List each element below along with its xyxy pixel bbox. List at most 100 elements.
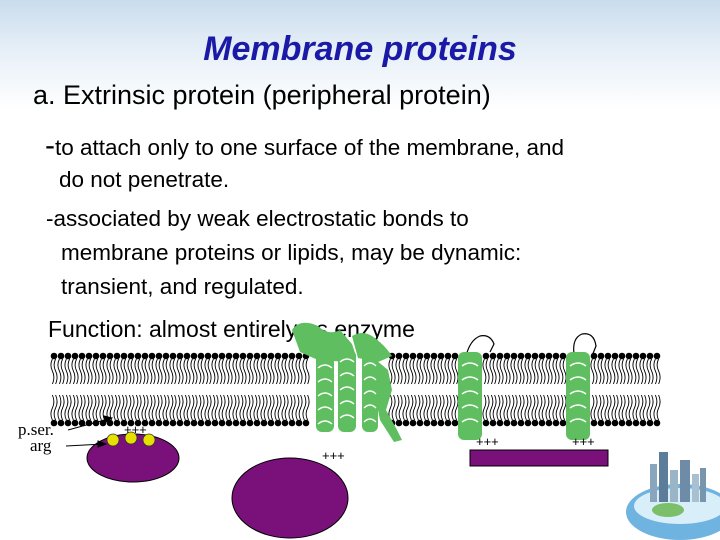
bullet-1-line-1: -to attach only to one surface of the me… bbox=[45, 129, 564, 164]
lipid-tail bbox=[176, 394, 181, 421]
lipid-tail bbox=[388, 394, 393, 421]
lipid-tail bbox=[485, 394, 490, 421]
bullet-1-text: to attach only to one surface of the mem… bbox=[55, 135, 565, 160]
lipid-tail bbox=[405, 394, 410, 421]
lipid-head bbox=[524, 419, 532, 427]
lipid-head bbox=[552, 352, 560, 360]
lipid-tail bbox=[531, 358, 536, 385]
lipid-tail bbox=[499, 358, 504, 385]
lipid-tail bbox=[270, 394, 275, 421]
lipid-tail bbox=[527, 358, 532, 385]
lipid-tail bbox=[298, 394, 303, 421]
function-line: Function: almost entirely as enzyme bbox=[48, 316, 415, 342]
lipid-head bbox=[597, 419, 605, 427]
lipid-tail bbox=[444, 358, 449, 385]
lipid-head bbox=[288, 419, 296, 427]
lipid-tail bbox=[531, 394, 536, 421]
lipid-tail bbox=[158, 358, 163, 385]
lipid-tail bbox=[611, 358, 616, 385]
lipid-head bbox=[183, 419, 191, 427]
lipid-tail bbox=[200, 394, 205, 421]
lipid-tail bbox=[232, 394, 237, 421]
lipid-tail bbox=[489, 358, 494, 385]
lipid-tail bbox=[71, 358, 76, 385]
lipid-head bbox=[232, 419, 240, 427]
lipid-tail bbox=[538, 358, 543, 385]
slide-title: Membrane proteins bbox=[203, 30, 517, 68]
lipid-tail bbox=[628, 358, 633, 385]
lipid-head bbox=[295, 352, 303, 360]
lipid-tail bbox=[235, 394, 240, 421]
lipid-tail bbox=[510, 358, 515, 385]
lipid-head bbox=[496, 419, 504, 427]
lipid-tail bbox=[559, 358, 564, 385]
lipid-tail bbox=[391, 358, 396, 385]
lipid-tail bbox=[270, 358, 275, 385]
lipid-tail bbox=[214, 358, 219, 385]
anchor-bead bbox=[106, 433, 120, 447]
lipid-tail bbox=[193, 394, 198, 421]
bullet-1-dash: - bbox=[45, 129, 55, 162]
lipid-tail bbox=[302, 358, 307, 385]
lipid-tail bbox=[186, 394, 191, 421]
lipid-tail bbox=[499, 394, 504, 421]
lipid-tail bbox=[190, 394, 195, 421]
lipid-tail bbox=[426, 358, 431, 385]
lipid-tail bbox=[590, 358, 595, 385]
lipid-head bbox=[545, 352, 553, 360]
lipid-tail bbox=[295, 358, 300, 385]
lipid-tail bbox=[172, 394, 177, 421]
lipid-tail bbox=[625, 394, 630, 421]
charge-mark: +++ bbox=[572, 434, 595, 449]
lipid-tail bbox=[405, 358, 410, 385]
lipid-tail bbox=[235, 358, 240, 385]
lipid-tail bbox=[127, 394, 132, 421]
lipid-tail bbox=[600, 394, 605, 421]
lipid-tail bbox=[85, 394, 90, 421]
lipid-tail bbox=[221, 394, 226, 421]
lipid-tail bbox=[183, 358, 188, 385]
lipid-tail bbox=[454, 358, 459, 385]
lipid-head bbox=[510, 352, 518, 360]
lipid-tail bbox=[200, 358, 205, 385]
lipid-tail bbox=[510, 394, 515, 421]
lipid-head bbox=[267, 352, 275, 360]
lipid-head bbox=[176, 419, 184, 427]
lipid-head bbox=[92, 419, 100, 427]
lipid-head bbox=[190, 352, 198, 360]
lipid-head bbox=[517, 419, 525, 427]
lipid-tail bbox=[611, 394, 616, 421]
lipid-head bbox=[402, 352, 410, 360]
lipid-head bbox=[451, 352, 459, 360]
lipid-tail bbox=[158, 394, 163, 421]
lipid-head bbox=[106, 419, 114, 427]
lipid-tail bbox=[253, 394, 258, 421]
lipid-tail bbox=[246, 358, 251, 385]
lipid-tail bbox=[113, 394, 118, 421]
lipid-tail bbox=[197, 358, 202, 385]
lipid-tail bbox=[482, 358, 487, 385]
lipid-tail bbox=[625, 358, 630, 385]
lipid-head bbox=[451, 419, 459, 427]
lipid-head bbox=[632, 419, 640, 427]
lipid-tail bbox=[81, 358, 86, 385]
lipid-head bbox=[120, 352, 128, 360]
lipid-head bbox=[141, 352, 149, 360]
lipid-head bbox=[444, 419, 452, 427]
lipid-tail bbox=[513, 358, 518, 385]
lipid-tail bbox=[148, 394, 153, 421]
lipid-tail bbox=[50, 358, 55, 385]
lipid-tail bbox=[503, 394, 508, 421]
lipid-tail bbox=[451, 394, 456, 421]
lipid-tail bbox=[81, 394, 86, 421]
lipid-head bbox=[120, 419, 128, 427]
lipid-tail bbox=[402, 358, 407, 385]
lipid-tail bbox=[496, 394, 501, 421]
lipid-tail bbox=[534, 358, 539, 385]
lipid-head bbox=[64, 419, 72, 427]
lipid-tail bbox=[141, 394, 146, 421]
lipid-head bbox=[639, 352, 647, 360]
lipid-tail bbox=[134, 394, 139, 421]
lipid-tail bbox=[444, 394, 449, 421]
lipid-tail bbox=[116, 358, 121, 385]
